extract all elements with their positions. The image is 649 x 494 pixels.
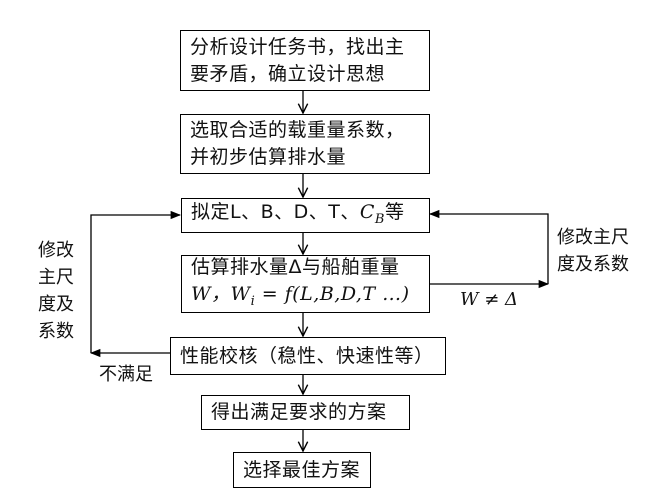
node-set-dimensions: 拟定L、B、D、T、CB等 bbox=[181, 198, 430, 233]
node-text: 要矛盾，确立设计思想 bbox=[190, 62, 386, 85]
label-line: 度及系数 bbox=[557, 254, 629, 275]
right-condition-label: W ≠ Δ bbox=[460, 289, 519, 310]
right-loop-return-arrow bbox=[428, 209, 549, 284]
node-text: 选取合适的载重量系数， bbox=[190, 119, 405, 141]
left-condition-label: 不满足 bbox=[99, 364, 153, 385]
formula-rest: = f(L,B,D,T …) bbox=[255, 282, 410, 305]
node-text: 并初步估算排水量 bbox=[190, 146, 347, 168]
formula-sub: i bbox=[250, 293, 256, 309]
node-text: 得出满足要求的方案 bbox=[211, 401, 387, 423]
node-text: 分析设计任务书，找出主 bbox=[190, 35, 405, 58]
node-estimate-weight: 估算排水量Δ与船舶重量 W，Wi = f(L,B,D,T …) bbox=[181, 255, 430, 313]
dims-suffix: 等 bbox=[384, 200, 405, 223]
node-text: 性能校核（稳性、快速性等） bbox=[180, 344, 434, 367]
node-text: 估算排水量Δ与船舶重量 bbox=[191, 255, 400, 278]
label-line: 系数 bbox=[38, 321, 74, 342]
label-line: 主尺 bbox=[38, 267, 74, 288]
label-line: 修改主尺 bbox=[557, 227, 629, 248]
weight-formula: W，Wi = f(L,B,D,T …) bbox=[191, 281, 429, 315]
formula-w: W，W bbox=[191, 282, 251, 305]
node-performance-check: 性能校核（稳性、快速性等） bbox=[170, 337, 446, 375]
label-line: 度及 bbox=[38, 294, 74, 315]
right-loop-label: 修改主尺 度及系数 bbox=[557, 224, 629, 278]
node-text: 拟定L、B、D、T、CB等 bbox=[191, 199, 429, 233]
node-text: 选择最佳方案 bbox=[243, 458, 361, 481]
cb-symbol: CB bbox=[359, 200, 385, 227]
node-analyze-task: 分析设计任务书，找出主 要矛盾，确立设计思想 bbox=[180, 30, 430, 91]
left-loop-return-arrow bbox=[90, 210, 182, 353]
node-result: 得出满足要求的方案 bbox=[201, 395, 410, 430]
label-line: 修改 bbox=[38, 240, 74, 261]
dims-prefix: 拟定L、B、D、T、 bbox=[191, 200, 360, 223]
left-loop-label: 修改 主尺 度及 系数 bbox=[38, 237, 74, 345]
node-best-scheme: 选择最佳方案 bbox=[233, 452, 371, 488]
node-select-coefficient: 选取合适的载重量系数， 并初步估算排水量 bbox=[180, 114, 430, 174]
cb-main: C bbox=[359, 200, 375, 223]
cb-sub: B bbox=[374, 211, 385, 227]
